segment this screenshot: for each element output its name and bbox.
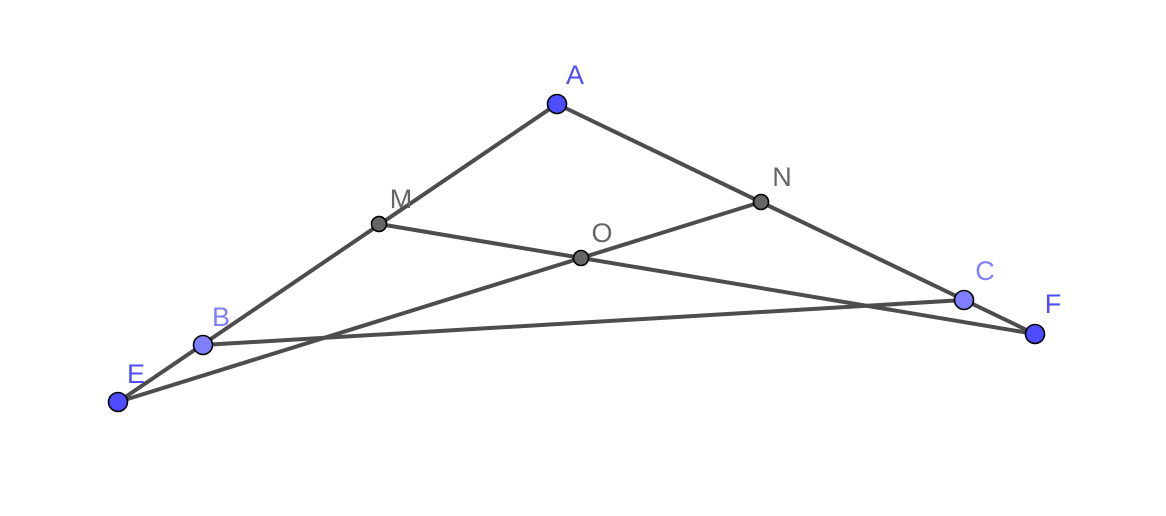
point-A[interactable] <box>546 93 568 115</box>
point-label-E: E <box>127 359 145 389</box>
point-label-B: B <box>212 302 230 332</box>
point-label-O: O <box>591 218 612 248</box>
point-B[interactable] <box>192 334 214 356</box>
point-N[interactable] <box>752 193 770 211</box>
point-O[interactable] <box>572 249 590 267</box>
point-label-A: A <box>566 60 584 90</box>
point-label-N: N <box>772 162 792 192</box>
point-label-F: F <box>1045 289 1062 319</box>
segment-EA[interactable] <box>116 102 559 404</box>
segment-EN[interactable] <box>116 200 763 404</box>
point-label-C: C <box>975 256 995 286</box>
point-C[interactable] <box>953 289 975 311</box>
segment-BC[interactable] <box>201 298 966 347</box>
point-E[interactable] <box>107 391 129 413</box>
point-M[interactable] <box>370 215 388 233</box>
point-label-M: M <box>390 184 413 214</box>
point-F[interactable] <box>1024 323 1046 345</box>
segment-MF[interactable] <box>377 222 1037 336</box>
